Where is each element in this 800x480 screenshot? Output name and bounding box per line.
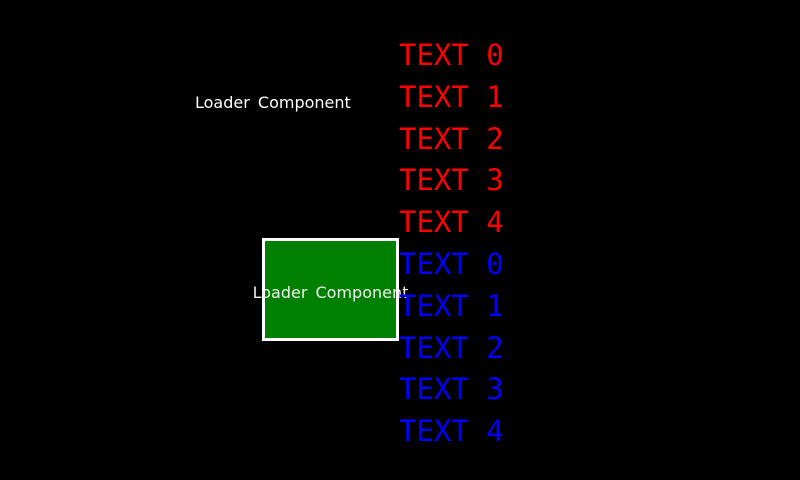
text-item: TEXT 1 xyxy=(399,79,504,114)
loader-component-box: Loader Component xyxy=(253,238,408,341)
text-item: TEXT 0 xyxy=(399,38,504,72)
text-item: TEXT 0 xyxy=(399,246,504,281)
text-list: TEXT 0 TEXT 1 TEXT 2 TEXT 3 TEXT 4 TEXT … xyxy=(399,35,504,453)
text-item: TEXT 3 xyxy=(399,163,504,198)
text-item: TEXT 4 xyxy=(399,414,504,449)
text-item: TEXT 4 xyxy=(399,205,504,240)
text-item: TEXT 2 xyxy=(399,330,504,365)
loader-component-label: Loader Component xyxy=(195,93,351,112)
loader-component-box-label: Loader Component xyxy=(252,282,409,302)
text-item: TEXT 3 xyxy=(399,372,504,407)
text-item: TEXT 2 xyxy=(399,121,504,156)
text-item: TEXT 1 xyxy=(399,288,504,323)
